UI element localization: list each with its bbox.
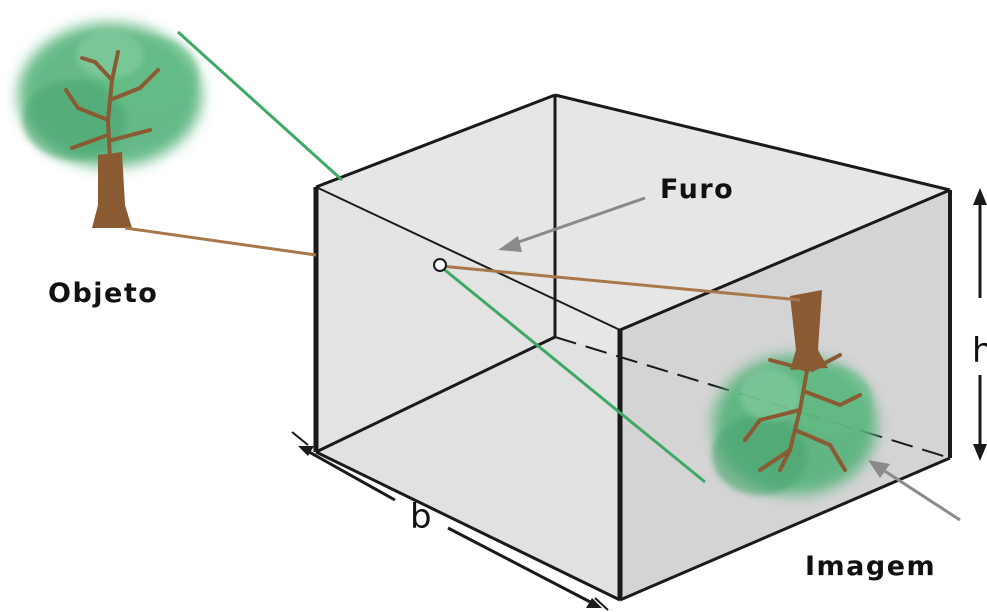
box-front-face xyxy=(316,187,620,600)
imagem-arrow-icon xyxy=(868,460,961,522)
tree-image-icon xyxy=(712,290,877,495)
dimension-b-label: b xyxy=(410,497,432,537)
dimension-b: b xyxy=(291,431,609,611)
label-objeto: Objeto xyxy=(48,278,158,309)
ray-base-outside xyxy=(124,226,317,257)
pinhole-icon xyxy=(433,258,447,272)
label-furo: Furo xyxy=(660,174,734,205)
ray-top-inside xyxy=(439,264,706,484)
furo-arrow-icon xyxy=(498,196,646,252)
ray-top-outside xyxy=(176,30,344,182)
dimension-h: h xyxy=(972,188,987,461)
box-top-face xyxy=(316,95,950,330)
tree-object-icon xyxy=(18,23,202,228)
dimension-h-label: h xyxy=(972,331,987,371)
ray-base-inside xyxy=(439,264,801,302)
light-rays xyxy=(124,30,801,484)
label-imagem: Imagem xyxy=(805,551,936,582)
